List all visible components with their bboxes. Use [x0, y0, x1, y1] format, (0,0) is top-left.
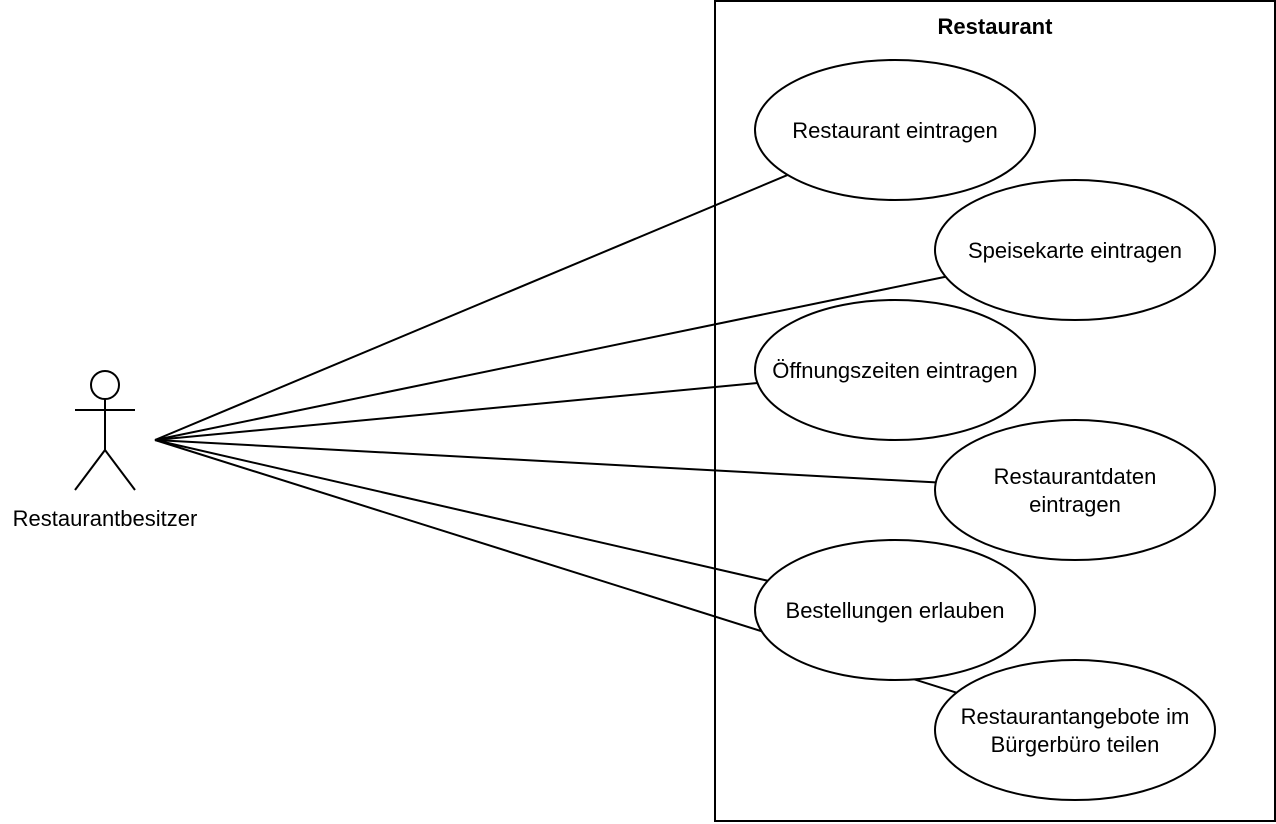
- use-case-label: Restaurantangebote im: [961, 704, 1190, 729]
- actor-stick-figure-icon: [74, 370, 136, 491]
- association-lines: [154, 174, 957, 694]
- association-line-uc3: [154, 382, 758, 441]
- use-case-ellipse[interactable]: [934, 659, 1216, 801]
- use-case-ellipse[interactable]: [934, 179, 1216, 321]
- association-line-uc4: [154, 439, 936, 484]
- actor-left-leg: [74, 449, 106, 491]
- use-case-label: Bestellungen erlauben: [786, 598, 1005, 623]
- use-case-label: Speisekarte eintragen: [968, 238, 1182, 263]
- use-case-ellipse[interactable]: [754, 59, 1036, 201]
- use-case-uc5[interactable]: Bestellungen erlauben: [754, 539, 1036, 681]
- system-boundary-box: [714, 0, 1276, 822]
- system-title: Restaurant: [938, 14, 1054, 39]
- association-line-uc5: [154, 439, 769, 582]
- use-case-uc1[interactable]: Restaurant eintragen: [754, 59, 1036, 201]
- association-line-uc2: [154, 275, 946, 441]
- use-case-ellipse[interactable]: [754, 299, 1036, 441]
- use-case-ellipse[interactable]: [754, 539, 1036, 681]
- actor-name: Restaurantbesitzer: [13, 506, 198, 531]
- use-case-label: Restaurantdaten: [994, 464, 1157, 489]
- use-case-label: Restaurant eintragen: [792, 118, 997, 143]
- use-case-uc2[interactable]: Speisekarte eintragen: [934, 179, 1216, 321]
- use-case-label: eintragen: [1029, 492, 1121, 517]
- use-case-label: Öffnungszeiten eintragen: [772, 358, 1017, 383]
- use-case-uc3[interactable]: Öffnungszeiten eintragen: [754, 299, 1036, 441]
- actor-head: [90, 370, 120, 400]
- use-case-uc6[interactable]: Restaurantangebote im Bürgerbüro teilen: [934, 659, 1216, 801]
- actor: Restaurantbesitzer: [13, 370, 198, 531]
- association-line-uc1: [154, 174, 789, 441]
- use-case-ellipse[interactable]: [934, 419, 1216, 561]
- system-boundary: Restaurant: [714, 0, 1276, 822]
- actor-right-leg: [104, 449, 136, 491]
- use-case-label: Bürgerbüro teilen: [991, 732, 1160, 757]
- use-case-uc4[interactable]: Restaurantdaten eintragen: [934, 419, 1216, 561]
